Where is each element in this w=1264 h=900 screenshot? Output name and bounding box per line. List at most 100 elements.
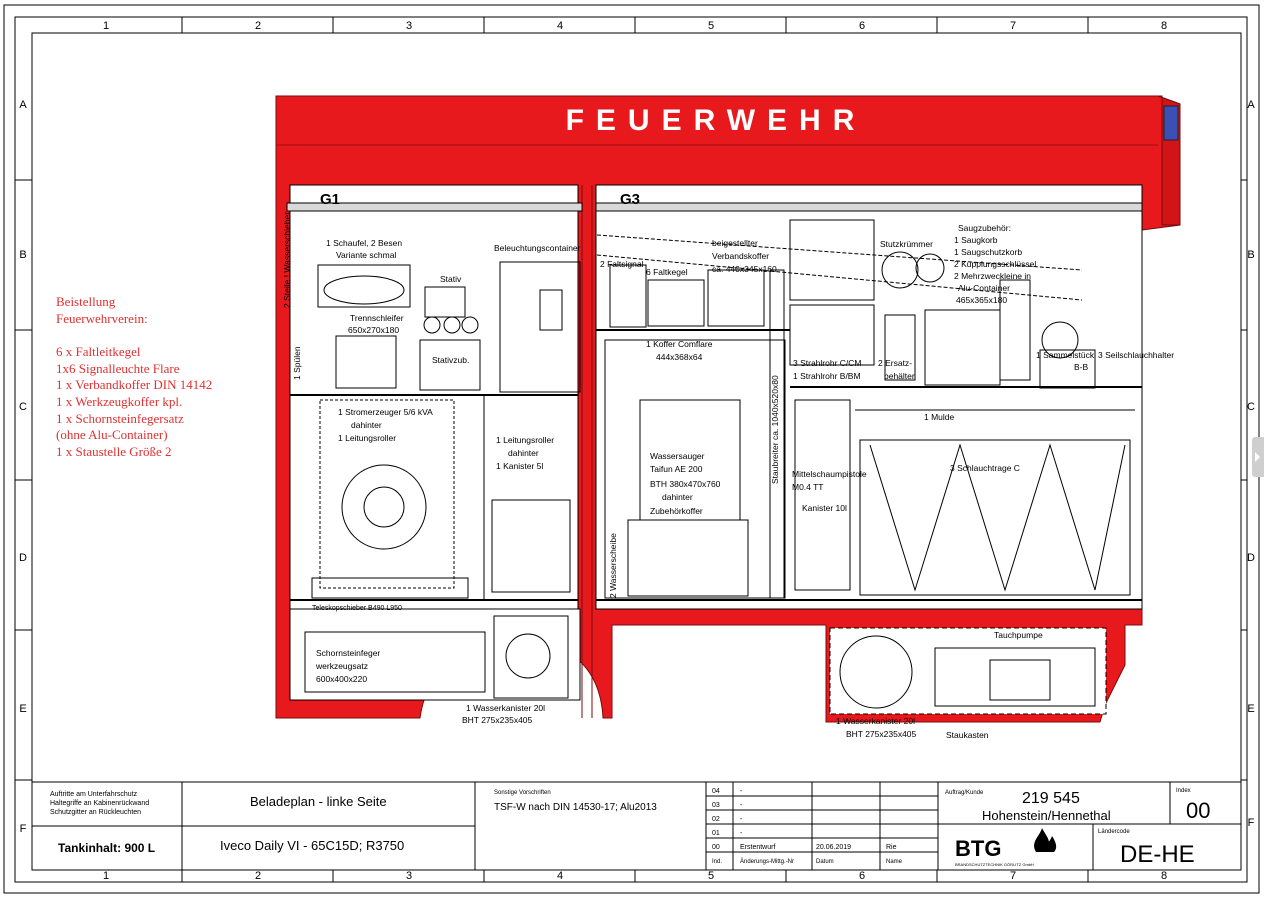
rev-dot: - xyxy=(740,816,743,823)
label-fold-cone: 6 Faltkegel xyxy=(646,267,688,277)
index-label: Index xyxy=(1176,788,1191,794)
label-canister-left2: BHT 275x235x405 xyxy=(462,715,533,725)
label-vacuum2: Taifun AE 200 xyxy=(650,464,703,474)
label-shovel2: Variante schmal xyxy=(336,250,396,260)
row-label: B xyxy=(1247,249,1254,261)
company-logo: BTG xyxy=(955,836,1001,861)
label-rope-holder: 3 Seilschlauchhalter xyxy=(1098,350,1174,360)
col-label: 2 xyxy=(255,20,261,32)
label-vacuum: Wassersauger xyxy=(650,451,705,461)
order-item: (ohne Alu-Container) xyxy=(56,427,168,443)
label-vacuum5: Zubehörkoffer xyxy=(650,506,703,516)
rev-head: Änderungs-Mittg.-Nr xyxy=(740,858,794,865)
equipment-labels: 1 Schaufel, 2 Besen Variante schmal Bele… xyxy=(282,212,1174,740)
col-label: 5 xyxy=(708,20,714,32)
vehicle-title: FEUERWEHR xyxy=(566,104,867,137)
col-label: 1 xyxy=(103,20,109,32)
label-cutoff-dim: 650x270x180 xyxy=(348,325,399,335)
other-label: Sonstige Vorschriften xyxy=(494,790,551,796)
label-collector2: B-B xyxy=(1074,362,1089,372)
label-suction7: 465x365x180 xyxy=(956,295,1007,305)
row-label: E xyxy=(1247,703,1254,715)
label-first-aid3: ca. 440x345x160 xyxy=(712,264,777,274)
row-label: A xyxy=(19,99,27,111)
label-nozzles: 3 Strahlrohr C/CM xyxy=(793,358,862,368)
order-item: 1 x Schornsteinfegersatz xyxy=(56,410,184,426)
label-cutoff: Trennschleifer xyxy=(350,313,404,323)
label-storage: Staukasten xyxy=(946,730,989,740)
col-label: 4 xyxy=(557,20,563,32)
label-first-aid2: Verbandskoffer xyxy=(712,251,769,261)
label-suction6: Alu-Container xyxy=(958,283,1010,293)
rev-head: Datum xyxy=(816,859,834,865)
title-block xyxy=(31,781,1242,871)
label-generator3: 1 Leitungsroller xyxy=(338,433,396,443)
label-fold-signal: 2 Faltsignal xyxy=(600,259,644,269)
label-canister-right: 1 Wasserkanister 20l xyxy=(836,716,915,726)
label-collector: 1 Sammelstück xyxy=(1036,350,1095,360)
row-label: C xyxy=(1247,401,1255,413)
rev-num: 00 xyxy=(712,844,720,851)
flame-icon xyxy=(1034,828,1057,852)
row-label: A xyxy=(1247,99,1255,111)
index-value: 00 xyxy=(1186,798,1210,823)
row-label: F xyxy=(1248,817,1255,829)
rev-dot: - xyxy=(740,788,743,795)
label-suction5: 2 Mehrzweckleine in xyxy=(954,271,1031,281)
label-vacuum3: BTH 380x470x760 xyxy=(650,479,721,489)
rev-dot: - xyxy=(740,802,743,809)
col-label: 7 xyxy=(1010,870,1016,882)
company-subline: BRANDSCHUTZTECHNIK GÖRLITZ GmbH xyxy=(955,862,1034,867)
other-rules: TSF-W nach DIN 14530-17; Alu2013 xyxy=(494,802,657,813)
order-item: 6 x Faltleitkegel xyxy=(56,344,141,360)
col-label: 3 xyxy=(406,20,412,32)
label-lighting-container: Beleuchtungscontainer xyxy=(494,243,581,253)
col-label: 6 xyxy=(859,20,865,32)
label-stand-acc: Stativzub. xyxy=(432,355,469,365)
rev-head: Ind. xyxy=(712,859,722,865)
country-code: DE-HE xyxy=(1120,841,1195,868)
label-chimney3: 600x400x220 xyxy=(316,674,367,684)
label-foam-can: Kanister 10l xyxy=(802,503,847,513)
order-item: 1 x Staustelle Größe 2 xyxy=(56,443,172,459)
tank-capacity: Tankinhalt: 900 L xyxy=(58,841,155,855)
order-label: Auftrag/Kunde xyxy=(945,790,984,796)
order-number: 219 545 xyxy=(1022,790,1080,807)
col-label: 1 xyxy=(103,870,109,882)
label-cable-reel3: 1 Kanister 5l xyxy=(496,461,543,471)
col-label: 8 xyxy=(1161,20,1167,32)
order-heading2: Feuerwehrverein: xyxy=(56,310,148,326)
rev-head: Name xyxy=(886,859,903,865)
customer: Hohenstein/Hennethal xyxy=(982,808,1111,823)
col-label: 4 xyxy=(557,870,563,882)
equipment-sketches xyxy=(304,219,1135,709)
label-stand: Stativ xyxy=(440,274,462,284)
title-block-text: Auftritte am Unterfahrschutz Haltegriffe… xyxy=(50,788,1210,868)
compartment-g1: G1 xyxy=(320,191,340,208)
label-trough: 1 Mulde xyxy=(924,412,955,422)
label-generator2: dahinter xyxy=(351,420,382,430)
rev-num: 04 xyxy=(712,788,720,795)
order-item: 1 x Verbandkoffer DIN 14142 xyxy=(56,377,213,393)
label-chimney1: Schornsteinfeger xyxy=(316,648,380,658)
order-item: 1 x Werkzeugkoffer kpl. xyxy=(56,393,183,409)
label-canister-left: 1 Wasserkanister 20l xyxy=(466,703,545,713)
note-1: Auftritte am Unterfahrschutz xyxy=(50,791,138,798)
row-label: F xyxy=(20,823,27,835)
label-spare2: behälter xyxy=(884,371,915,381)
side-scroll-tab[interactable] xyxy=(1252,437,1264,477)
row-label: D xyxy=(19,552,27,564)
rev-num: 02 xyxy=(712,816,720,823)
label-shovel: 1 Schaufel, 2 Besen xyxy=(326,238,402,248)
label-canister-right2: BHT 275x235x405 xyxy=(846,729,917,739)
label-telescope: Teleskopschieber B490 L950 xyxy=(312,605,402,612)
country-label: Ländercode xyxy=(1098,829,1130,835)
label-cable-reel: 1 Leitungsroller xyxy=(496,435,554,445)
label-case: 1 Koffer Comflare xyxy=(646,339,713,349)
rev-text: Erstentwurf xyxy=(740,844,775,851)
rev-num: 03 xyxy=(712,802,720,809)
label-nozzles2: 1 Strahlrohr B/BM xyxy=(793,371,861,381)
label-suction2: 1 Saugkorb xyxy=(954,235,998,245)
compartment-g3: G3 xyxy=(620,191,640,208)
